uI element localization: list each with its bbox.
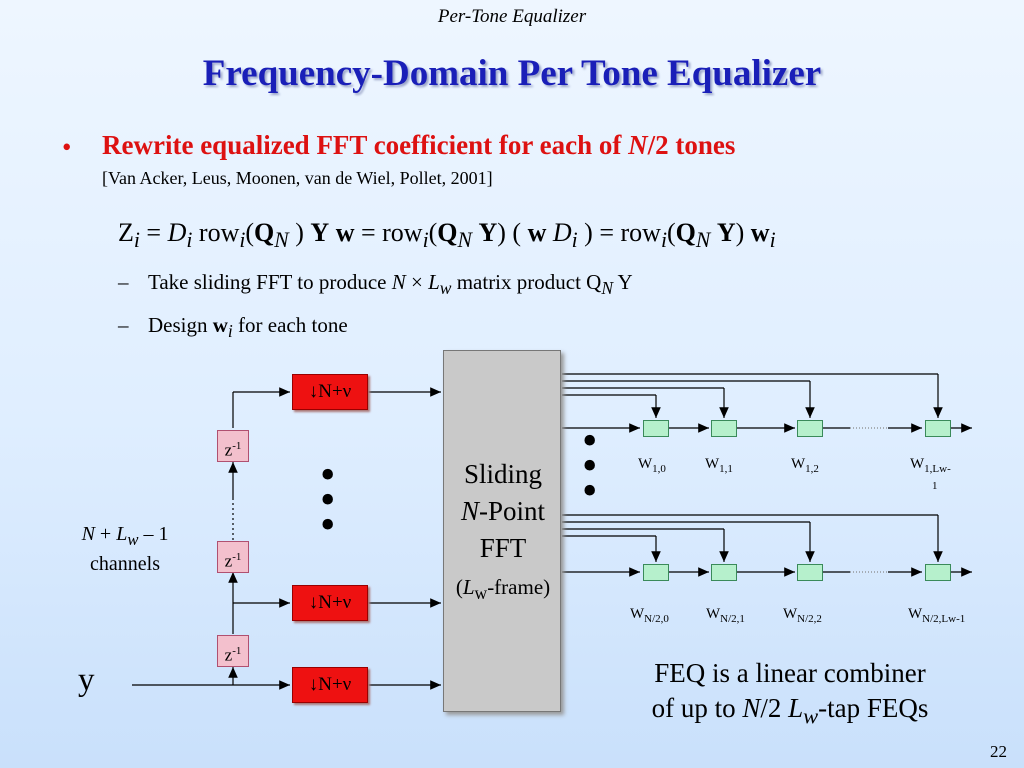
decimator-block-bottom: ↓N+ν — [292, 667, 368, 703]
decimator-block-middle: ↓N+ν — [292, 585, 368, 621]
delay-block-middle: z-1 — [217, 541, 249, 573]
tap-label: W1,2 — [791, 456, 819, 475]
tap-label: WN/2,0 — [630, 606, 669, 625]
tap-label: W1,1 — [705, 456, 733, 475]
ellipsis-dot: • — [582, 466, 598, 515]
tap-label: WN/2,2 — [783, 606, 822, 625]
ellipsis-dot: • — [582, 441, 598, 490]
tap-block — [643, 564, 669, 581]
fft-label-fft: FFT — [479, 533, 527, 563]
citation: [Van Acker, Leus, Moonen, van de Wiel, P… — [102, 168, 493, 188]
tap-label-wrap: 1 — [932, 480, 938, 492]
ellipsis-dot: • — [320, 450, 336, 499]
tap-block — [925, 564, 951, 581]
tap-block — [711, 564, 737, 581]
fft-label-sliding: Sliding — [463, 459, 543, 489]
tap-label: WN/2,Lw-1 — [908, 606, 966, 625]
ellipsis-dot: • — [320, 475, 336, 524]
delay-block-top: z-1 — [217, 430, 249, 462]
fft-label-npoint: N-Point — [460, 496, 546, 526]
sliding-fft-block: Sliding N-Point FFT (Lw-frame) — [443, 350, 561, 712]
page-number: 22 — [990, 742, 1007, 761]
fft-label-frame: (Lw-frame) — [455, 575, 551, 604]
tap-block — [643, 420, 669, 437]
sub-bullet-sliding-fft: –Take sliding FFT to produce N × Lw matr… — [118, 270, 633, 299]
tap-block — [925, 420, 951, 437]
tap-label: WN/2,1 — [706, 606, 745, 625]
slide-header: Per-Tone Equalizer — [437, 6, 587, 27]
decimator-block-top: ↓N+ν — [292, 374, 368, 410]
input-signal-label: y — [78, 662, 95, 698]
equation: Zi = Di rowi(QN ) Y w = rowi(QN Y) ( w D… — [118, 218, 776, 253]
slide-title: Frequency-Domain Per Tone Equalizer — [202, 53, 822, 94]
bullet-text: Rewrite equalized FFT coefficient for ea… — [102, 130, 736, 160]
tap-label: W1,0 — [638, 456, 666, 475]
ellipsis-dot: • — [320, 500, 336, 549]
tap-label: W1,Lw- — [910, 456, 951, 475]
tap-block — [797, 564, 823, 581]
sub-bullet-design: –Design wi for each tone — [118, 313, 348, 342]
bullet-marker: • — [62, 132, 72, 162]
tap-block — [711, 420, 737, 437]
delay-block-bottom: z-1 — [217, 635, 249, 667]
tap-block — [797, 420, 823, 437]
ellipsis-dot: • — [582, 416, 598, 465]
